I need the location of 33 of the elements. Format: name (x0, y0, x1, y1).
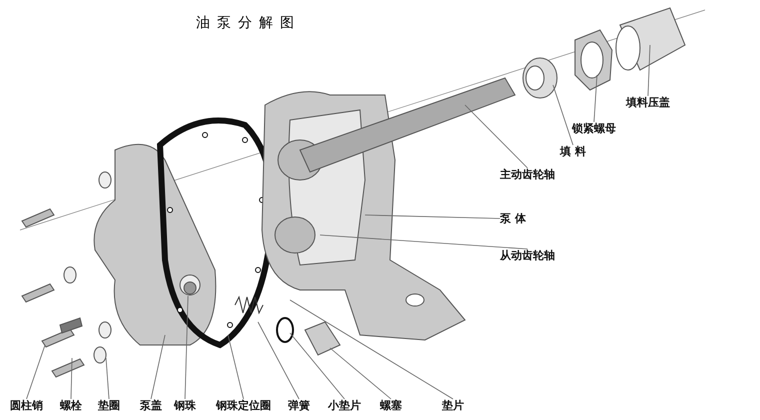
part-label: 钢珠 (174, 399, 196, 412)
leader-line (70, 358, 72, 400)
part-label: 垫圈 (98, 399, 120, 412)
leader-line (106, 358, 110, 400)
leader-line (648, 44, 650, 96)
part-label: 泵盖 (140, 399, 162, 412)
part-label: 螺栓 (60, 399, 82, 412)
part-label: 小垫片 (328, 399, 361, 412)
part-label: 钢珠定位圈 (216, 399, 271, 412)
leader-line (594, 74, 598, 122)
part-label: 螺塞 (380, 399, 402, 412)
part-label: 弹簧 (288, 399, 310, 412)
part-label: 圆柱销 (10, 399, 43, 412)
leader-line (552, 84, 574, 146)
leader-line (184, 296, 188, 400)
leader-line (258, 322, 300, 400)
part-label: 填料压盖 (626, 96, 670, 109)
leader-line (320, 234, 528, 250)
leader-line (330, 348, 392, 400)
leader-line (150, 334, 166, 400)
leader-line (464, 104, 528, 168)
leader-line (228, 334, 244, 400)
part-label: 锁紧螺母 (572, 122, 616, 135)
leader-line (364, 214, 500, 219)
leader-line (290, 300, 454, 400)
diagram-title: 油泵分解图 (196, 14, 301, 32)
part-label: 垫片 (442, 399, 464, 412)
part-label: 从动齿轮轴 (500, 249, 555, 262)
part-label: 主动齿轮轴 (500, 168, 555, 181)
leader-line (290, 332, 345, 400)
part-label: 填 料 (560, 145, 586, 158)
part-label: 泵 体 (500, 212, 526, 225)
leader-line (26, 344, 46, 400)
